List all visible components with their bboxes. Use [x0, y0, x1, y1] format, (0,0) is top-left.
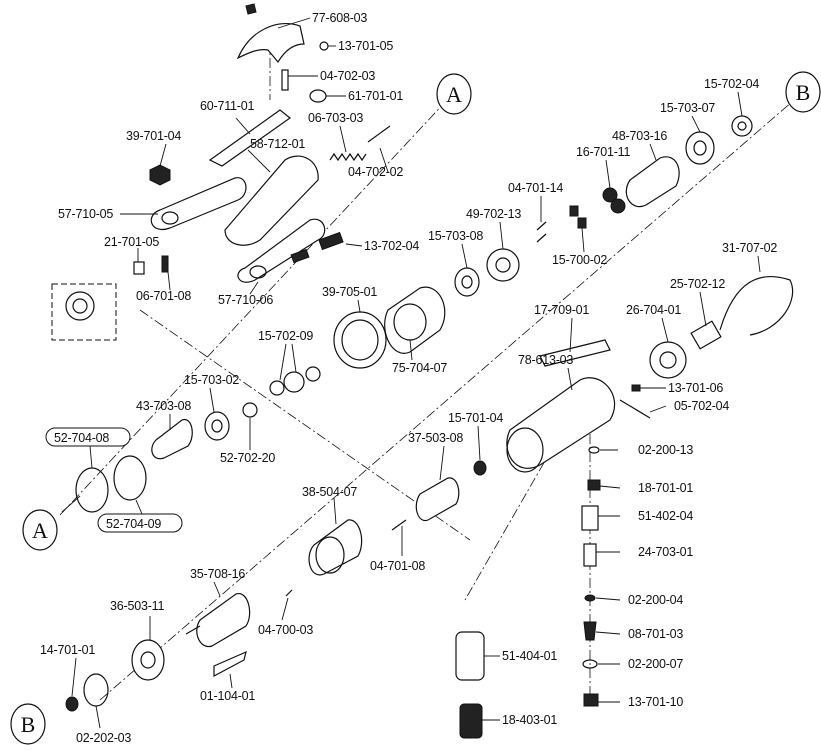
- part-label: 13-701-06: [668, 381, 723, 395]
- part-label: 06-703-03: [308, 111, 363, 125]
- part-label: 04-702-02: [348, 165, 403, 179]
- part-label: 52-702-20: [220, 451, 275, 465]
- part-label: 02-200-04: [628, 593, 683, 607]
- part-label: 15-702-04: [704, 77, 759, 91]
- part-label: 39-701-04: [126, 129, 181, 143]
- callout-b-bottom: B: [21, 712, 36, 737]
- part-label: 15-702-09: [258, 329, 313, 343]
- part-label: 18-403-01: [502, 713, 557, 727]
- part-label: 15-700-02: [552, 253, 607, 267]
- callout-circles: A A B B: [10, 71, 821, 745]
- part-label: 02-202-03: [76, 731, 131, 745]
- part-labels: 77-608-03 13-701-05 04-702-03 61-701-01 …: [40, 11, 778, 745]
- callout-circle-b-bottom: [10, 703, 46, 745]
- part-label: 17-709-01: [534, 303, 589, 317]
- part-label: 51-402-04: [638, 509, 693, 523]
- part-label: 58-712-01: [250, 137, 305, 151]
- part-label: 24-703-01: [638, 545, 693, 559]
- callout-a-top: A: [446, 82, 462, 107]
- part-label: 04-701-14: [508, 181, 563, 195]
- part-label: 60-711-01: [200, 99, 255, 113]
- part-label: 31-707-02: [722, 241, 777, 255]
- part-label: 02-200-13: [638, 443, 693, 457]
- part-label: 51-404-01: [502, 649, 557, 663]
- callout-a-bottom: A: [32, 518, 48, 543]
- part-label: 38-504-07: [302, 485, 357, 499]
- part-label: 05-702-04: [674, 399, 729, 413]
- part-label: 25-702-12: [670, 277, 725, 291]
- boxed-part-label: 52-704-09: [106, 517, 161, 531]
- part-label: 43-703-08: [136, 399, 191, 413]
- part-label: 04-702-03: [320, 69, 375, 83]
- callout-circle-b-top: [785, 71, 821, 113]
- callout-circle-a-bottom: [22, 509, 58, 551]
- part-label: 21-701-05: [104, 235, 159, 249]
- leader-lines: [61, 17, 761, 729]
- part-label: 18-701-01: [638, 481, 693, 495]
- part-label: 15-703-02: [184, 373, 239, 387]
- part-label: 06-701-08: [136, 289, 191, 303]
- part-label: 01-104-01: [200, 689, 255, 703]
- part-label: 37-503-08: [408, 431, 463, 445]
- part-label: 48-703-16: [612, 129, 667, 143]
- callout-circle-a-top: [436, 73, 472, 115]
- part-label: 61-701-01: [348, 89, 403, 103]
- part-label: 15-701-04: [448, 411, 503, 425]
- part-label: 15-703-07: [660, 101, 715, 115]
- part-label: 13-701-10: [628, 695, 683, 709]
- part-label: 04-700-03: [258, 623, 313, 637]
- part-label: 13-702-04: [364, 239, 419, 253]
- part-label: 13-701-05: [338, 39, 393, 53]
- part-label: 49-702-13: [466, 207, 521, 221]
- part-label: 57-710-06: [218, 293, 273, 307]
- part-label: 16-701-11: [576, 145, 631, 159]
- part-label: 77-608-03: [312, 11, 367, 25]
- part-label: 35-708-16: [190, 567, 245, 581]
- part-label: 15-703-08: [428, 229, 483, 243]
- part-label: 75-704-07: [392, 361, 447, 375]
- callout-b-top: B: [796, 80, 811, 105]
- part-label: 57-710-05: [58, 207, 113, 221]
- part-label: 04-701-08: [370, 559, 425, 573]
- part-label: 14-701-01: [40, 643, 95, 657]
- boxed-label-frame-52-704-08: [45, 427, 131, 447]
- part-label: 26-704-01: [626, 303, 681, 317]
- part-label: 02-200-07: [628, 657, 683, 671]
- part-label: 78-613-03: [518, 353, 573, 367]
- part-label: 08-701-03: [628, 627, 683, 641]
- boxed-part-label: 52-704-08: [54, 431, 109, 445]
- part-label: 36-503-11: [110, 599, 165, 613]
- boxed-label-frame-52-704-09: [97, 513, 183, 533]
- part-label: 39-705-01: [322, 285, 377, 299]
